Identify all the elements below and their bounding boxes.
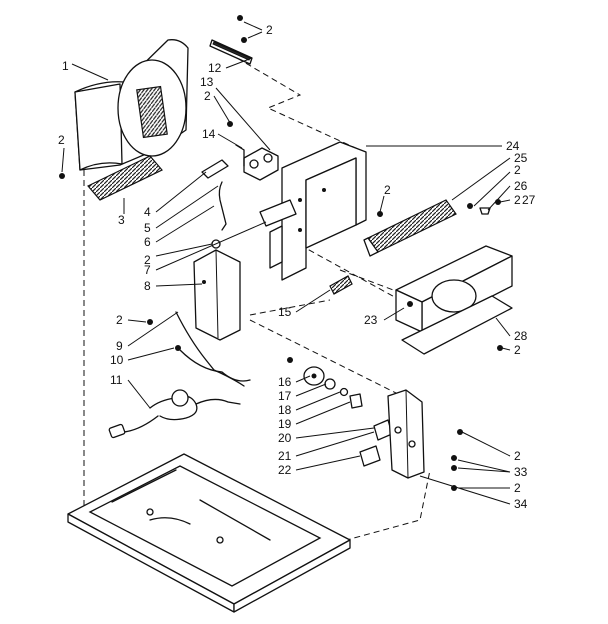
callout-2: 2	[514, 343, 521, 357]
callout-2: 2	[116, 313, 123, 327]
control-housing	[259, 141, 367, 281]
callout-25: 25	[514, 151, 528, 165]
callout-3: 3	[118, 213, 125, 227]
callout-2: 2	[514, 163, 521, 177]
callout-28: 28	[514, 329, 528, 343]
callout-24: 24	[506, 139, 520, 153]
callout-21: 21	[278, 449, 292, 463]
callout-22: 22	[278, 463, 292, 477]
louvre-grille	[363, 199, 457, 257]
callout-20: 20	[278, 431, 292, 445]
callout-2: 2	[266, 23, 273, 37]
callout-5: 5	[144, 221, 151, 235]
callout-15: 15	[278, 305, 292, 319]
callout-14: 14	[202, 127, 216, 141]
callout-26: 26	[514, 179, 528, 193]
knobs-and-switches	[303, 366, 393, 467]
callout-12: 12	[208, 61, 222, 75]
callout-8: 8	[144, 279, 151, 293]
callout-34: 34	[514, 497, 528, 511]
callout-2: 2	[204, 89, 211, 103]
callout-6: 6	[144, 235, 151, 249]
callout-33: 33	[514, 465, 528, 479]
callout-7: 7	[144, 263, 151, 277]
plate-and-rod	[201, 159, 229, 249]
assembly-lines	[83, 47, 431, 581]
callout-2: 2	[514, 481, 521, 495]
power-cord	[108, 311, 251, 439]
callout-13: 13	[200, 75, 214, 89]
callout-2: 2	[58, 133, 65, 147]
callout-1: 1	[62, 59, 69, 73]
screws	[59, 15, 503, 491]
callout-16: 16	[278, 375, 292, 389]
callout-19: 19	[278, 417, 292, 431]
callout-labels: 1 2 2 2 2 2 2 2 2 2 2 2 3 4 5 6 7 8 9 10…	[58, 23, 536, 511]
callout-9: 9	[116, 339, 123, 353]
base-pan	[67, 453, 351, 613]
leader-lines	[61, 21, 511, 505]
front-panel	[74, 39, 189, 171]
callout-10: 10	[110, 353, 124, 367]
blower-housing	[395, 245, 513, 355]
control-plate	[387, 389, 425, 479]
callout-2: 2	[144, 253, 151, 267]
small-grille	[329, 275, 353, 295]
callout-23: 23	[364, 313, 378, 327]
callout-2: 2	[384, 183, 391, 197]
callout-11: 11	[110, 373, 123, 387]
callout-18: 18	[278, 403, 292, 417]
air-filter	[87, 155, 163, 201]
callout-2: 2	[514, 193, 521, 207]
top-bracket	[209, 39, 253, 65]
callout-27: 27	[522, 193, 536, 207]
side-bracket	[193, 249, 241, 341]
switch-bracket	[235, 144, 279, 181]
callout-2: 2	[514, 449, 521, 463]
callout-17: 17	[278, 389, 292, 403]
callout-4: 4	[144, 205, 151, 219]
